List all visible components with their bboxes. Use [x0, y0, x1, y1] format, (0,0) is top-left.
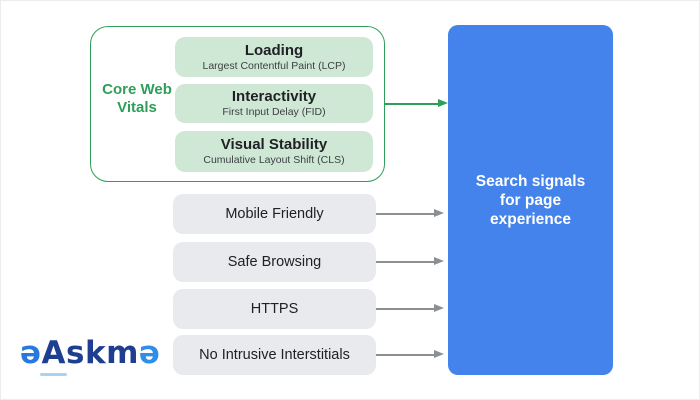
core-web-vitals-label: Core Web Vitals	[102, 81, 172, 116]
https-arrow-line	[376, 308, 435, 310]
search-signals-label: Search signals for page experience	[475, 172, 586, 228]
signal-no-intrusive-interstitials-label: No Intrusive Interstitials	[199, 347, 350, 363]
cwv-item-interactivity-title: Interactivity	[231, 88, 317, 105]
https-arrow-head-icon	[434, 304, 444, 312]
signal-safe-browsing: Safe Browsing	[173, 242, 376, 282]
cwv-item-loading: Loading Largest Contentful Paint (LCP)	[175, 37, 373, 77]
signal-https-label: HTTPS	[250, 301, 299, 317]
signal-https: HTTPS	[173, 289, 376, 329]
interstitials-arrow-head-icon	[434, 350, 444, 358]
cwv-item-visual-stability: Visual Stability Cumulative Layout Shift…	[175, 131, 373, 172]
cwv-item-loading-title: Loading	[244, 41, 304, 59]
mobile-friendly-arrow-head-icon	[434, 209, 444, 217]
interstitials-arrow-line	[376, 354, 435, 356]
signal-mobile-friendly: Mobile Friendly	[173, 194, 376, 234]
mobile-friendly-arrow-line	[376, 213, 435, 215]
cwv-item-interactivity-subtitle: First Input Delay (FID)	[222, 106, 326, 118]
easkme-logo-text: Askm	[41, 335, 139, 371]
easkme-logo-underline	[40, 373, 67, 376]
cwv-to-signals-arrow-head-icon	[438, 99, 448, 107]
cwv-to-signals-arrow-line	[385, 103, 438, 105]
signal-safe-browsing-label: Safe Browsing	[227, 254, 322, 270]
search-signals-box: Search signals for page experience	[448, 25, 613, 375]
safe-browsing-arrow-head-icon	[434, 257, 444, 265]
signal-no-intrusive-interstitials: No Intrusive Interstitials	[173, 335, 376, 375]
easkme-logo: əAskmə	[20, 335, 160, 371]
signal-mobile-friendly-label: Mobile Friendly	[225, 206, 324, 222]
cwv-item-interactivity: Interactivity First Input Delay (FID)	[175, 84, 373, 123]
cwv-item-visual-stability-title: Visual Stability	[220, 136, 328, 153]
easkme-logo-last-char: ə	[138, 335, 161, 371]
easkme-logo-first-char: ə	[20, 335, 42, 371]
safe-browsing-arrow-line	[376, 261, 435, 263]
cwv-item-visual-stability-subtitle: Cumulative Layout Shift (CLS)	[203, 154, 345, 166]
cwv-item-loading-subtitle: Largest Contentful Paint (LCP)	[202, 59, 346, 72]
